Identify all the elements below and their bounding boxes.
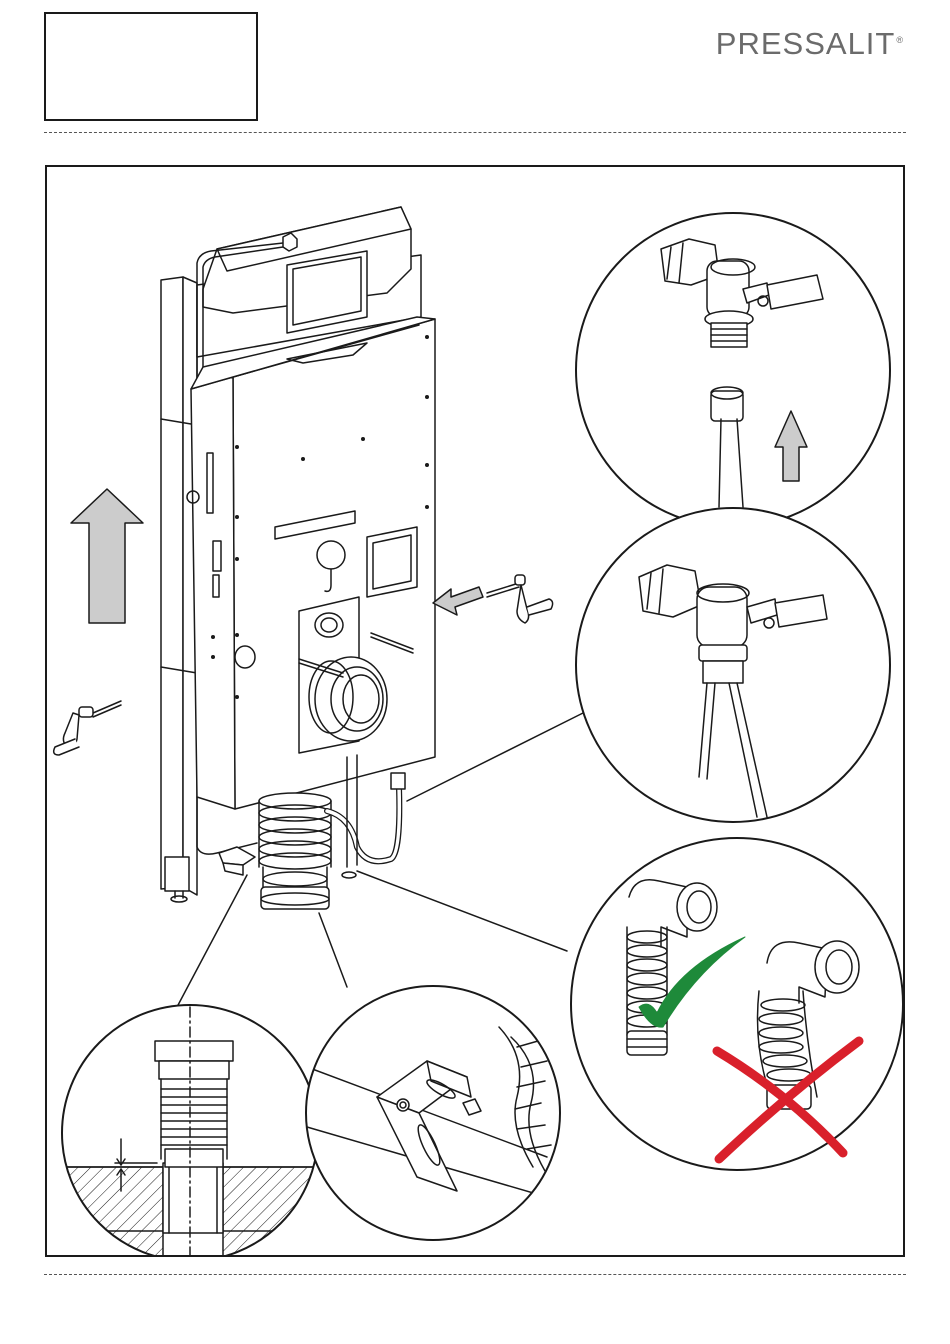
detail-valve-detached: [576, 213, 890, 527]
leader-line-drain: [357, 871, 567, 951]
foot-bracket: [219, 847, 255, 875]
leader-line-pipe: [177, 875, 247, 1007]
detail-drain-bend-options: [571, 838, 903, 1170]
registered-mark: ®: [896, 35, 904, 45]
detail-drain-floor-section: [57, 1005, 343, 1257]
detail-foot-bracket: [306, 986, 560, 1240]
pressalit-logo: PRESSALIT®: [716, 26, 904, 62]
illustration-svg: [47, 167, 905, 1257]
page-number-box: [44, 12, 258, 121]
crank-handle-left: [54, 701, 121, 755]
drain-bellows: [259, 793, 331, 909]
logo-text: PRESSALIT: [716, 26, 896, 61]
footer-divider: [44, 1274, 906, 1275]
crank-handle-right: [487, 575, 553, 623]
lift-direction-arrow: [71, 489, 143, 623]
installation-illustration: [45, 165, 905, 1257]
header-divider: [44, 132, 906, 133]
detail-valve-connected: [576, 508, 890, 822]
installation-frame: [161, 207, 435, 909]
insert-arrow: [433, 587, 483, 615]
